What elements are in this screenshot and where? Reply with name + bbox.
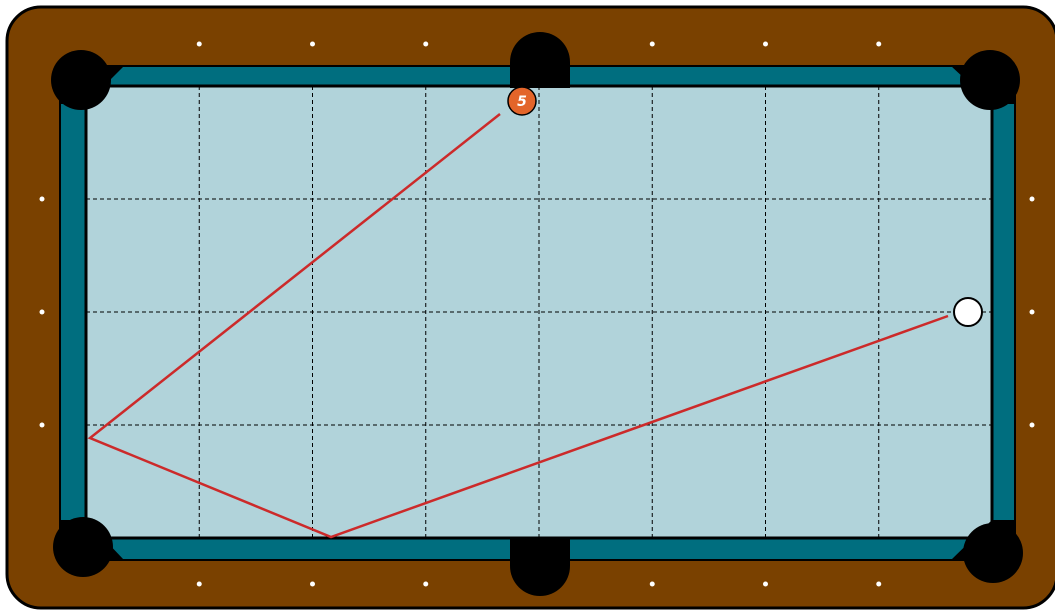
rail-diamond [1030, 310, 1035, 315]
object-ball-5: 5 [508, 87, 536, 115]
pocket-bottom-right [963, 523, 1023, 583]
rail-diamond [1030, 197, 1035, 202]
rail-diamond [40, 423, 45, 428]
rail-diamond [197, 582, 202, 587]
rail-diamond [310, 582, 315, 587]
rail-diamond [763, 42, 768, 47]
rail-diamond [197, 42, 202, 47]
rail-diamond [40, 197, 45, 202]
rail-diamond [763, 582, 768, 587]
pocket-bottom-middle [510, 538, 570, 596]
pocket-bottom-left [53, 517, 113, 577]
rail-diamond [876, 582, 881, 587]
rail-diamond [650, 582, 655, 587]
object-ball-number: 5 [517, 94, 527, 110]
rail-diamond [423, 42, 428, 47]
rail-diamond [876, 42, 881, 47]
pocket-top-right [960, 50, 1020, 110]
rail-diamond [650, 42, 655, 47]
rail-diamond [40, 310, 45, 315]
rail-diamond [423, 582, 428, 587]
cue-ball [954, 298, 982, 326]
rail-diamond [310, 42, 315, 47]
rail-diamond [1030, 423, 1035, 428]
pocket-top-left [51, 50, 111, 110]
